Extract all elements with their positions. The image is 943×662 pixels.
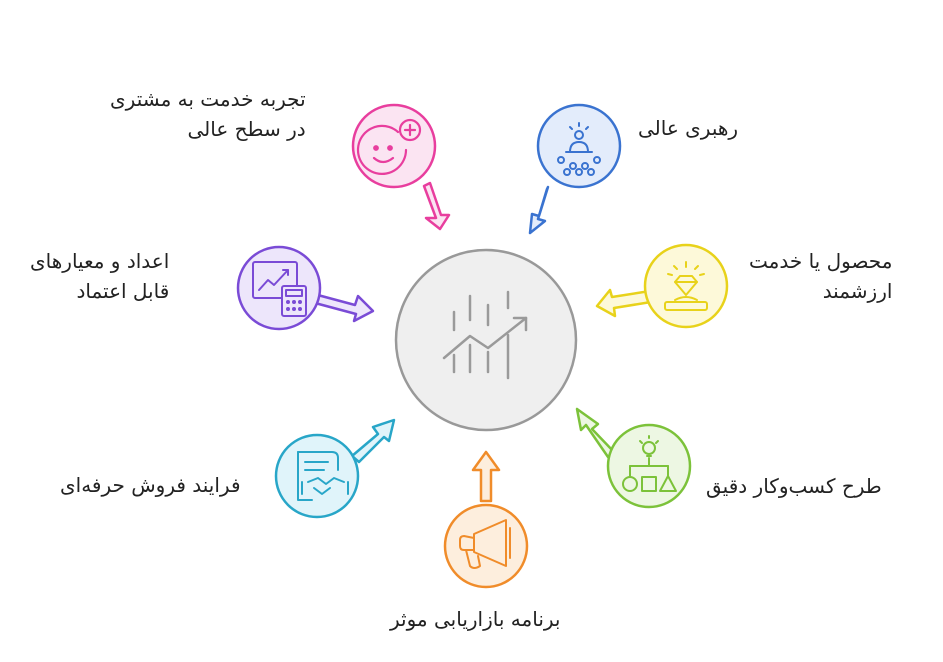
node-marketing	[443, 450, 529, 589]
center-node	[394, 248, 578, 432]
label-product-line1: محصول یا خدمت	[749, 249, 893, 273]
label-product: محصول یا خدمت ارزشمند	[749, 246, 892, 306]
megaphone-icon	[459, 519, 511, 569]
growth-chart-icon	[442, 290, 528, 380]
idea-flowchart-icon	[622, 435, 677, 492]
label-product-line2: ارزشمند	[822, 279, 893, 303]
contract-handshake-icon	[297, 451, 349, 501]
node-business	[575, 407, 692, 509]
node-customer	[351, 103, 451, 231]
node-metrics	[236, 245, 375, 331]
label-sales-line1: فرایند فروش حرفه‌ای	[60, 473, 241, 497]
diamond-stand-icon	[664, 261, 708, 311]
label-marketing-line1: برنامه بازاریابی موثر	[390, 607, 561, 631]
label-marketing: برنامه بازاریابی موثر	[390, 604, 561, 634]
chart-calculator-icon	[252, 261, 307, 317]
label-leadership: رهبری عالی	[638, 113, 738, 143]
label-metrics-line1: اعداد و معیارهای	[30, 249, 170, 273]
label-business-line1: طرح کسب‌وکار دقیق	[706, 474, 882, 498]
node-product	[595, 243, 729, 329]
label-customer: تجربه خدمت به مشتری در سطح عالی	[110, 84, 306, 144]
smile-plus-icon	[356, 118, 422, 175]
leader-audience-icon	[557, 122, 601, 176]
label-customer-line2: در سطح عالی	[187, 117, 306, 141]
node-leadership	[528, 103, 622, 235]
label-business: طرح کسب‌وکار دقیق	[706, 471, 882, 501]
label-metrics-line2: قابل اعتماد	[76, 279, 170, 303]
label-leadership-line1: رهبری عالی	[638, 116, 739, 140]
label-metrics: اعداد و معیارهای قابل اعتماد	[30, 246, 169, 306]
label-customer-line1: تجربه خدمت به مشتری	[110, 87, 306, 111]
label-sales: فرایند فروش حرفه‌ای	[60, 470, 241, 500]
node-sales	[274, 418, 396, 519]
